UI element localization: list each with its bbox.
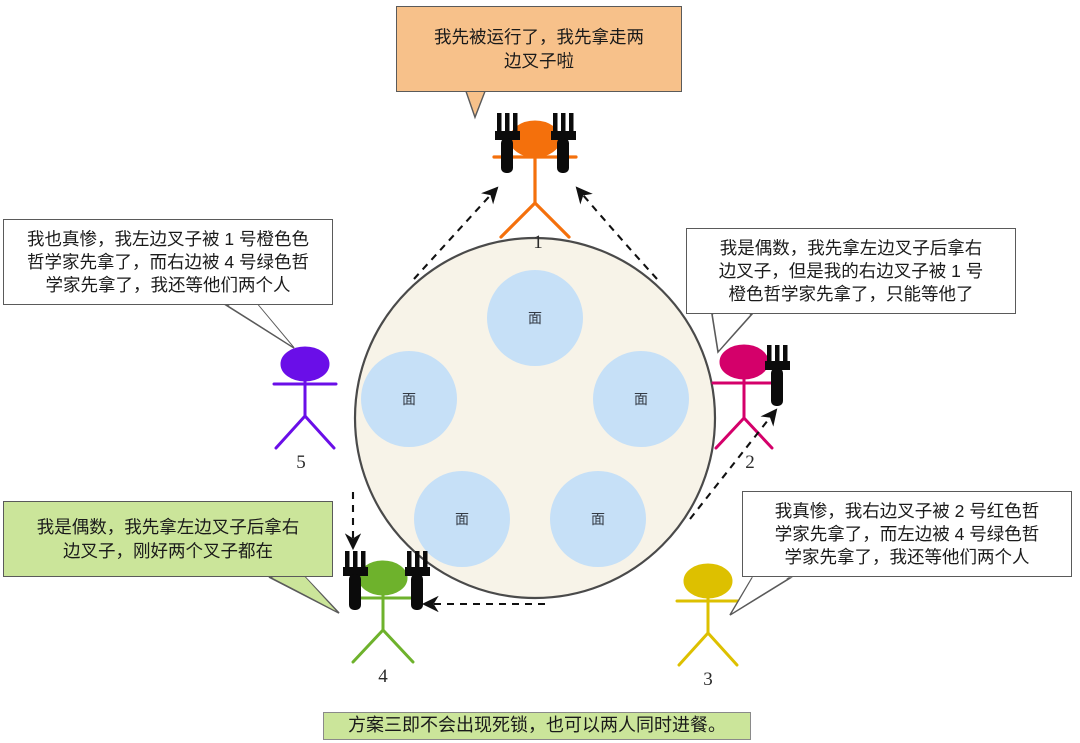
- philosopher-label-2: 2: [745, 452, 755, 473]
- philosopher-5: [272, 346, 338, 450]
- fork-right: [405, 551, 430, 610]
- callout-philosopher-2: 我是偶数，我先拿左边叉子后拿右 边叉子，但是我的右边叉子被 1 号 橙色哲学家先…: [686, 228, 1016, 314]
- callout-text: 我是偶数，我先拿左边叉子后拿右 边叉子，刚好两个叉子都在: [36, 517, 300, 561]
- fork-left: [343, 551, 368, 610]
- arrow-table-to-p1-left: [413, 186, 499, 280]
- callout-philosopher-4: 我是偶数，我先拿左边叉子后拿右 边叉子，刚好两个叉子都在: [3, 501, 333, 577]
- callout-tail-fills: [227, 92, 789, 613]
- noodle-bowl: [550, 471, 646, 567]
- noodle-bowl: [487, 270, 583, 366]
- philosopher-label-3: 3: [703, 669, 713, 690]
- callout-text: 我也真惨，我左边叉子被 1 号橙色色 哲学家先拿了，而右边被 4 号绿色哲 学家…: [27, 228, 309, 296]
- philosopher-label-1: 1: [533, 232, 543, 253]
- philosopher-label-4: 4: [378, 666, 388, 687]
- callout-text: 我是偶数，我先拿左边叉子后拿右 边叉子，但是我的右边叉子被 1 号 橙色哲学家先…: [718, 237, 984, 305]
- fork-left: [495, 113, 520, 173]
- callout-philosopher-5: 我也真惨，我左边叉子被 1 号橙色色 哲学家先拿了，而右边被 4 号绿色哲 学家…: [3, 219, 333, 305]
- callout-text: 我先被运行了，我先拿走两 边叉子啦: [434, 27, 644, 71]
- callout-text: 我真惨，我右边叉子被 2 号红色哲 学家先拿了，而左边被 4 号绿色哲 学家先拿…: [774, 500, 1040, 568]
- philosopher-label-5: 5: [296, 452, 306, 473]
- philosopher-1: [492, 113, 578, 239]
- philosopher-head: [719, 344, 769, 380]
- philosopher-2: [711, 344, 790, 450]
- arrow-table-to-p1-right: [575, 186, 658, 280]
- philosopher-head: [358, 560, 408, 596]
- noodle-bowl: [414, 471, 510, 567]
- philosopher-3: [675, 563, 741, 667]
- fork-right: [551, 113, 576, 173]
- noodle-bowl: [593, 351, 689, 447]
- fork-right: [765, 345, 790, 406]
- summary-caption: 方案三即不会出现死锁，也可以两人同时进餐。: [323, 712, 751, 740]
- dining-table: [353, 236, 717, 600]
- noodle-bowl: [361, 351, 457, 447]
- callout-philosopher-3: 我真惨，我右边叉子被 2 号红色哲 学家先拿了，而左边被 4 号绿色哲 学家先拿…: [742, 491, 1072, 577]
- philosopher-head: [683, 563, 733, 599]
- callout-philosopher-1: 我先被运行了，我先拿走两 边叉子啦: [396, 6, 682, 92]
- philosopher-4: [343, 551, 430, 664]
- arrow-table-to-p2-right: [689, 408, 778, 520]
- fork-pickup-arrows: [344, 186, 778, 613]
- philosopher-head: [280, 346, 330, 382]
